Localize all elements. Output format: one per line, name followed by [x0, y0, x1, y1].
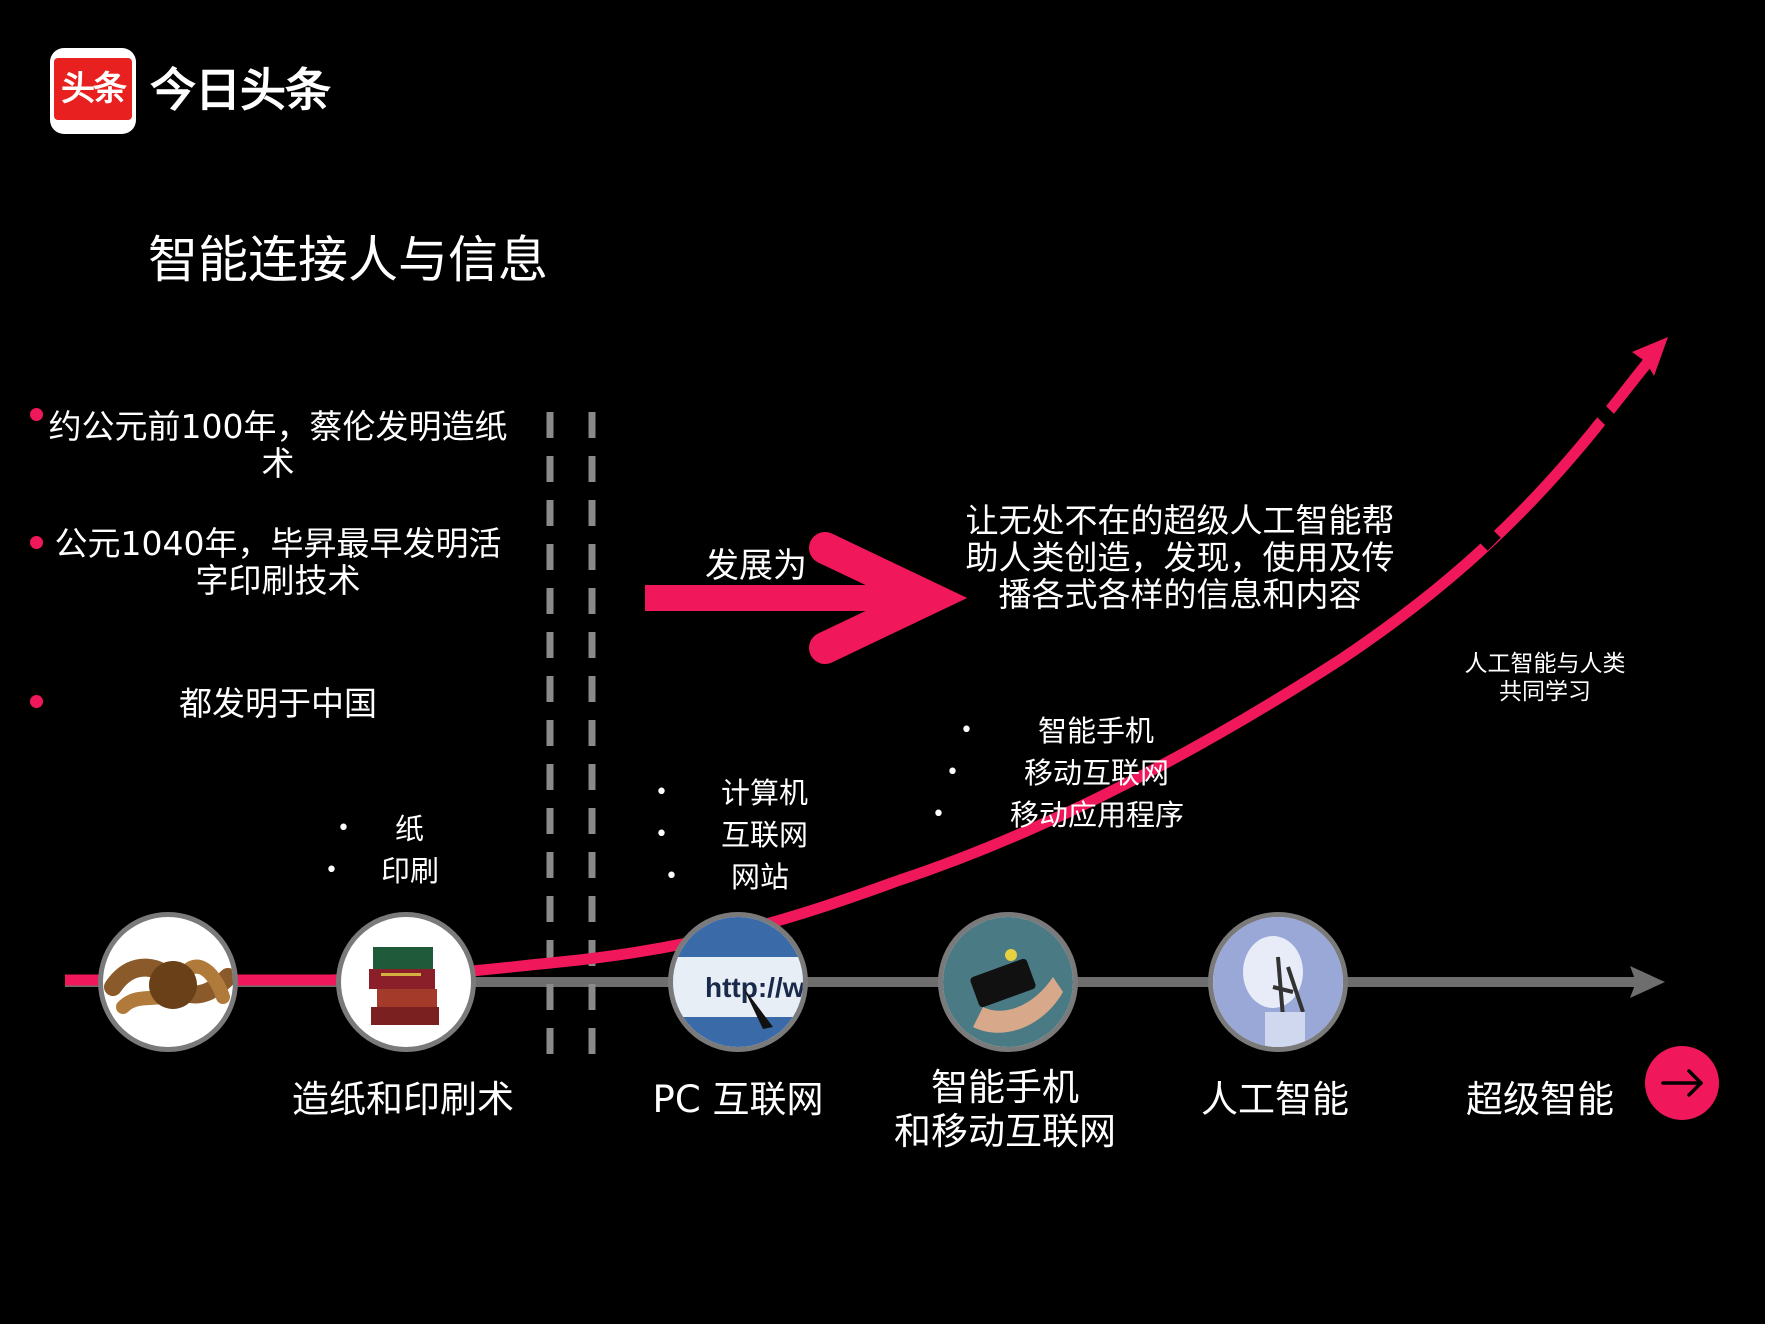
- ai-note-line: 共同学习: [1499, 679, 1591, 705]
- smartphone-hand-icon: [938, 912, 1078, 1052]
- curve-gap-2: [1594, 404, 1616, 426]
- list-item: 移动应用程序: [1010, 798, 1185, 832]
- fact-line: 字印刷技术: [195, 561, 361, 600]
- arrow-right-icon: [1661, 1069, 1703, 1097]
- growth-curve: [65, 346, 1663, 986]
- stage-pc-internet: PC 互联网: [652, 1078, 824, 1121]
- ai-note-line: 人工智能与人类: [1464, 651, 1626, 677]
- fact-line: 都发明于中国: [179, 684, 377, 723]
- stage-ai: 人工智能: [1201, 1078, 1349, 1121]
- list-item: 纸: [395, 812, 425, 846]
- future-vision-text: 让无处不在的超级人工智能帮 助人类创造，发现，使用及传 播各式各样的信息和内容: [945, 502, 1415, 613]
- list-item: 计算机: [721, 776, 809, 810]
- books-icon: [336, 912, 476, 1052]
- stage-paper-printing: 造纸和印刷术: [292, 1078, 514, 1121]
- ai-co-learning-note: 人工智能与人类 共同学习: [1450, 650, 1640, 706]
- list-bullet: •: [665, 864, 678, 889]
- stage-line: 和移动互联网: [894, 1110, 1116, 1153]
- rope-knot-icon: [98, 912, 238, 1052]
- fact-printing: 公元1040年，毕昇最早发明活 字印刷技术: [48, 525, 508, 599]
- fact-china: 都发明于中国: [48, 685, 508, 722]
- develops-to-label: 发展为: [705, 546, 807, 586]
- page-title: 智能连接人与信息: [148, 231, 548, 289]
- growth-curve-arrowhead: [1632, 337, 1668, 376]
- browser-http-icon: http://w: [668, 912, 808, 1052]
- next-button[interactable]: [1645, 1046, 1719, 1120]
- list-item: 网站: [731, 860, 790, 894]
- list-bullet: •: [325, 858, 338, 883]
- list-item: 智能手机: [1038, 714, 1155, 748]
- stage-mobile-internet: 智能手机 和移动互联网: [880, 1066, 1130, 1154]
- list-bullet: •: [932, 802, 945, 827]
- fact-bullet: [30, 536, 43, 549]
- fact-line: 公元1040年，毕昇最早发明活: [54, 524, 502, 563]
- robot-icon: [1208, 912, 1348, 1052]
- brand-logo-text: 头条: [54, 58, 132, 120]
- stage-line: 智能手机: [931, 1066, 1079, 1109]
- list-bullet: •: [960, 718, 973, 743]
- brand-name: 今日头条: [150, 63, 331, 117]
- fact-bullet: [30, 408, 43, 421]
- svg-text:http://w: http://w: [705, 972, 803, 1003]
- pc-list: • 计算机 • 互联网 • 网站: [655, 772, 808, 898]
- future-line: 助人类创造，发现，使用及传: [965, 538, 1395, 577]
- timeline-axis-arrowhead: [1630, 966, 1665, 998]
- list-bullet: •: [655, 822, 668, 847]
- future-line: 让无处不在的超级人工智能帮: [965, 501, 1395, 540]
- list-bullet: •: [946, 760, 959, 785]
- fact-line: 约公元前100年，蔡伦发明造纸: [48, 407, 508, 446]
- list-item: 移动互联网: [1024, 756, 1170, 790]
- fact-line: 术: [261, 444, 295, 483]
- mobile-list: • 智能手机 • 移动互联网 • 移动应用程序: [932, 710, 1184, 836]
- stage-super-intelligence: 超级智能: [1466, 1078, 1614, 1121]
- develop-arrow-shaft: [645, 585, 895, 611]
- curve-gap-1: [1476, 526, 1501, 551]
- develop-arrow-head: [809, 532, 968, 664]
- list-item: 印刷: [381, 854, 440, 888]
- list-bullet: •: [337, 816, 350, 841]
- brand-logo: 头条: [50, 48, 136, 134]
- paper-list: • 纸 • 印刷: [325, 808, 439, 892]
- future-line: 播各式各样的信息和内容: [998, 575, 1362, 614]
- fact-paper: 约公元前100年，蔡伦发明造纸 术: [48, 408, 508, 482]
- fact-bullet: [30, 695, 43, 708]
- list-item: 互联网: [721, 818, 809, 852]
- list-bullet: •: [655, 780, 668, 805]
